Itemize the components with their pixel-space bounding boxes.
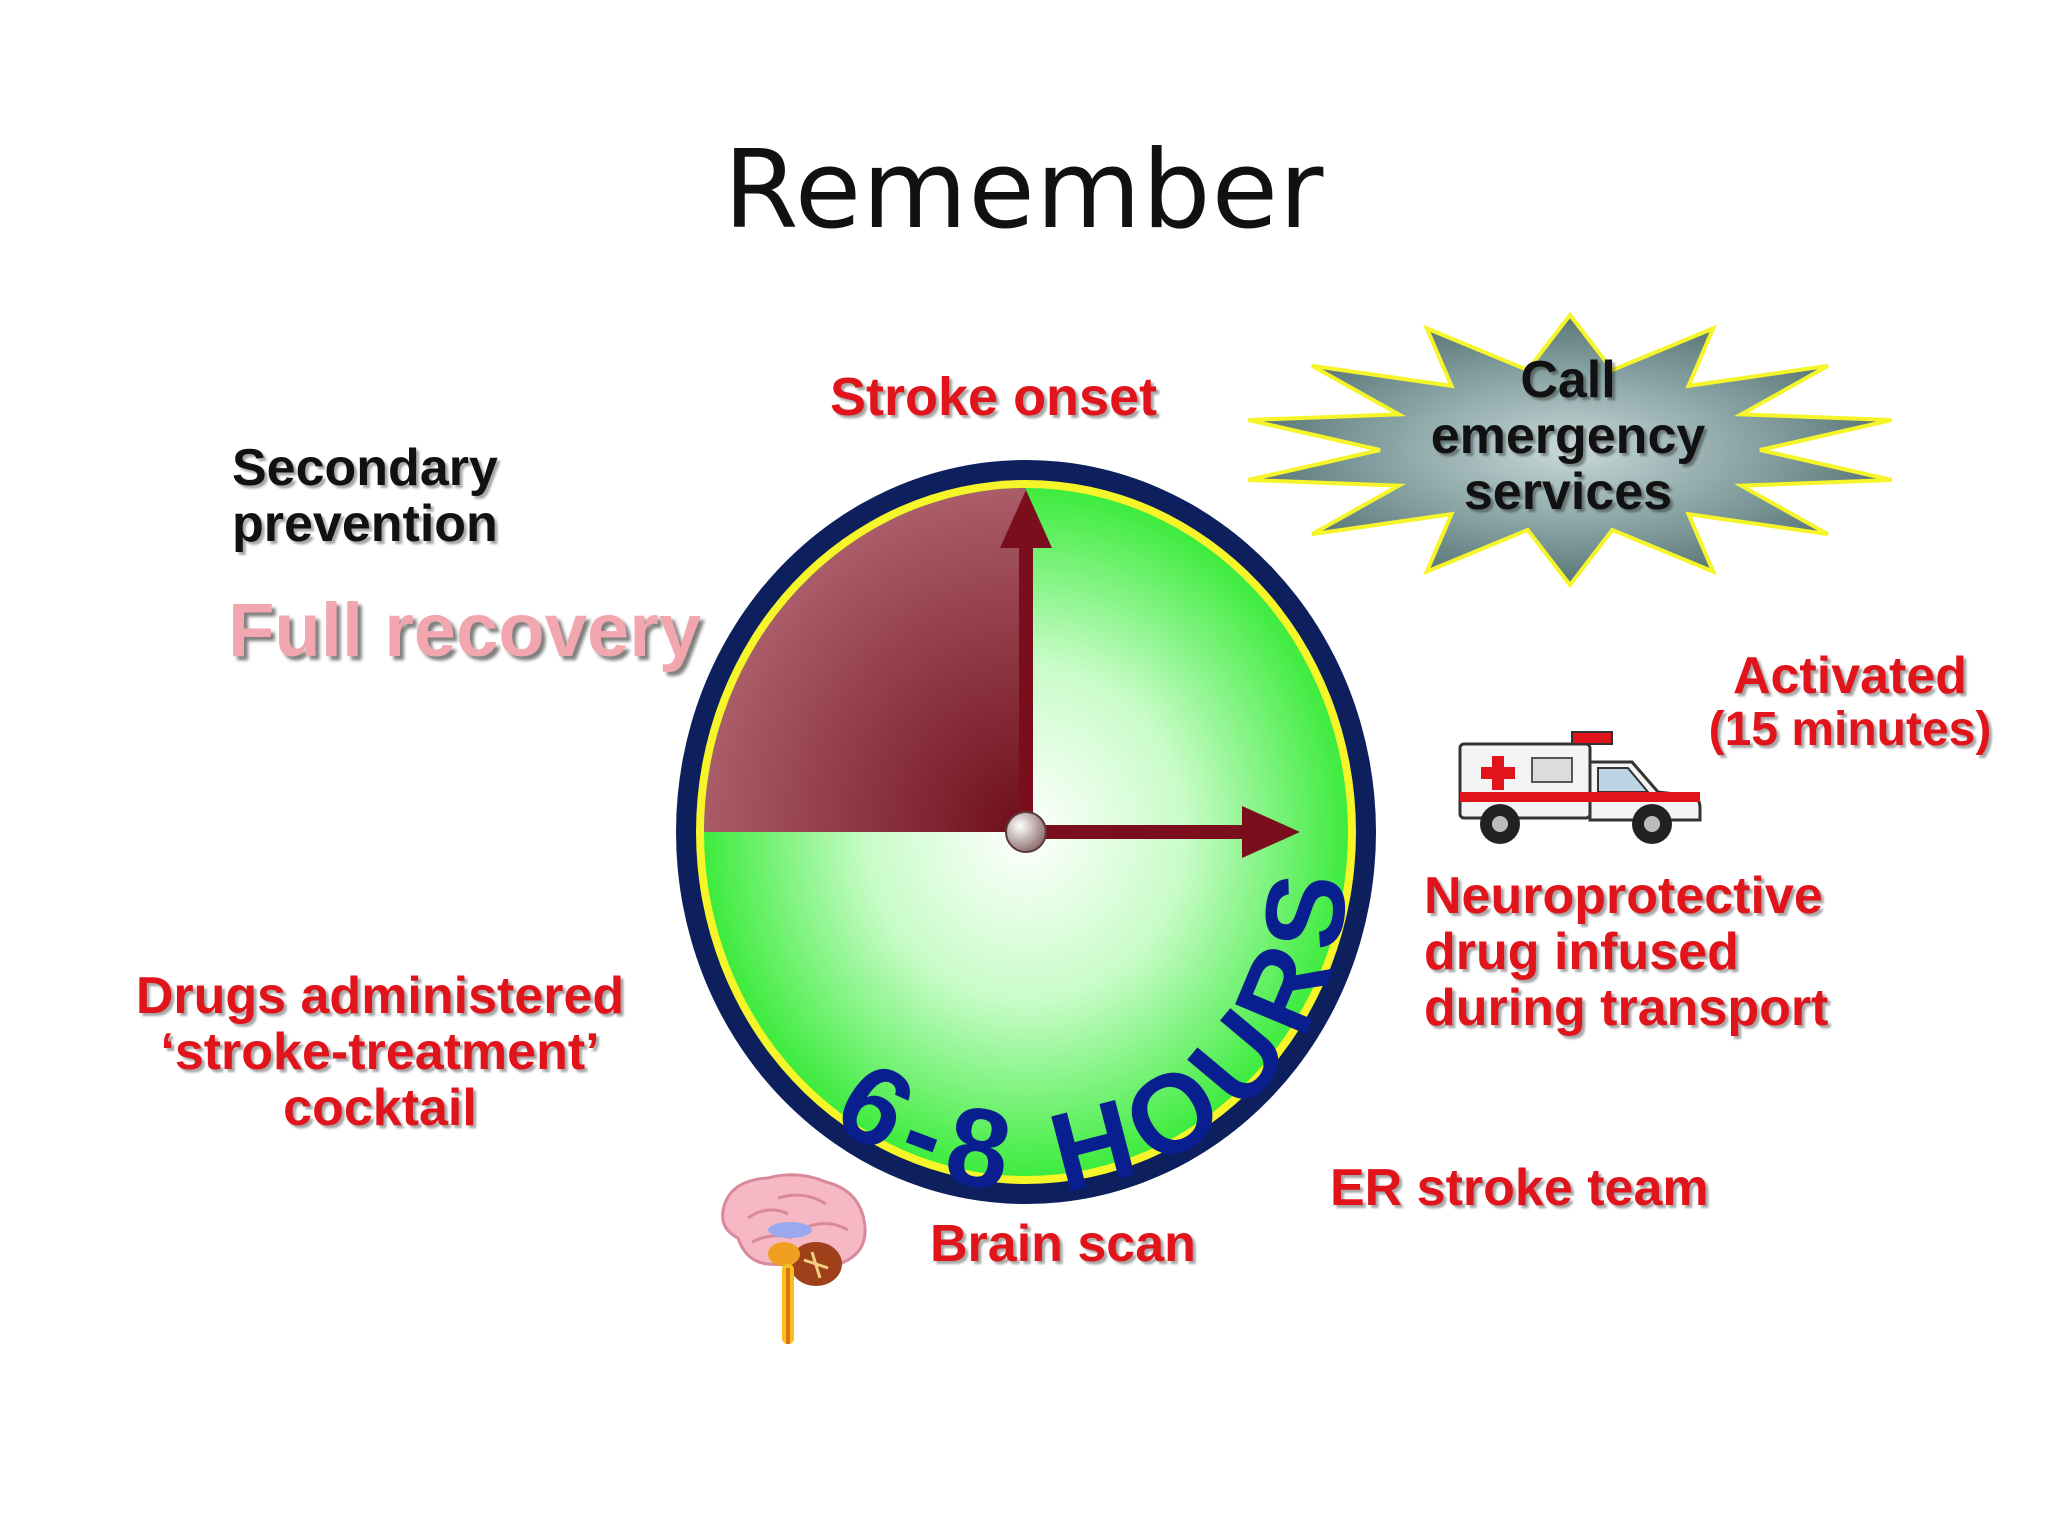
- full-recovery-label: Full recovery: [228, 588, 702, 673]
- stroke-onset-label: Stroke onset: [830, 367, 1158, 427]
- hour-hand-arrow: [1242, 806, 1300, 858]
- activated-line-1: Activated: [1732, 647, 1968, 705]
- elapsed-quarter: [704, 488, 1026, 832]
- brain-scan-label: Brain scan: [930, 1215, 1196, 1273]
- brain-icon: [721, 1173, 867, 1344]
- clock-diagram: 6-8 HOURS: [676, 460, 1376, 1217]
- secondary-line-2: prevention: [232, 495, 498, 554]
- drugs-line-3: cocktail: [283, 1079, 477, 1138]
- neuro-line-1: Neuroprotective: [1424, 867, 1823, 925]
- neuro-line-3: during transport: [1424, 979, 1829, 1038]
- ambulance-icon: [1458, 731, 1702, 844]
- slide-title: Remember: [723, 128, 1325, 253]
- neuroprotective-label: Neuroprotective drug infused during tran…: [1424, 867, 1829, 1038]
- drugs-administered-label: Drugs administered ‘stroke-treatment’ co…: [100, 967, 660, 1138]
- er-stroke-team-label: ER stroke team: [1330, 1159, 1709, 1217]
- clock-hub: [1005, 811, 1047, 853]
- call-line-2: emergency: [1430, 407, 1706, 466]
- secondary-prevention-label: Secondary prevention: [232, 440, 498, 552]
- drugs-line-2: ‘stroke-treatment’: [160, 1023, 600, 1082]
- call-emergency-label: Call emergency services: [1358, 351, 1778, 522]
- starburst-icon: [1247, 311, 1893, 589]
- neuro-line-2: drug infused: [1424, 923, 1739, 982]
- call-line-3: services: [1463, 463, 1673, 522]
- call-line-1: Call: [1520, 351, 1616, 409]
- drugs-line-1: Drugs administered: [135, 967, 625, 1025]
- minute-hand-arrow: [1000, 490, 1052, 548]
- activated-label: Activated (15 minutes): [1680, 648, 2020, 756]
- secondary-line-1: Secondary: [232, 439, 498, 497]
- activated-line-2: (15 minutes): [1708, 703, 1992, 757]
